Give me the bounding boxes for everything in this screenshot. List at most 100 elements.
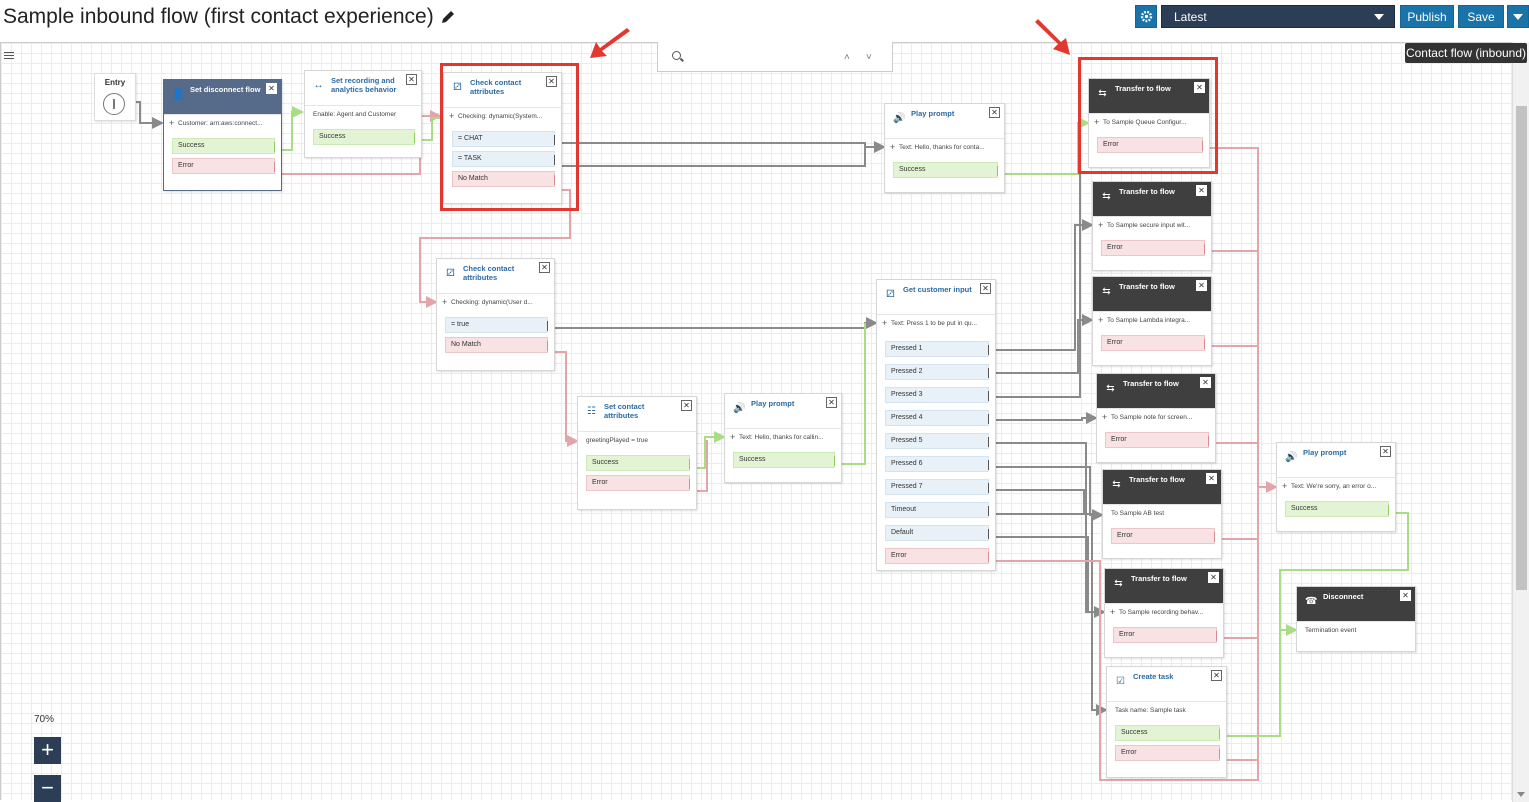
branch-true[interactable]: = true: [445, 317, 548, 333]
flow-title: Sample inbound flow (first contact exper…: [3, 5, 456, 29]
close-icon[interactable]: ✕: [406, 74, 417, 85]
block-create-task[interactable]: ☑Create task✕ Task name: Sample task Suc…: [1106, 666, 1227, 778]
branch-pressed-1[interactable]: Pressed 1: [885, 341, 989, 357]
block-check-contact-attributes-2[interactable]: ⚂Check contact attributes✕ +Checking: dy…: [436, 258, 555, 371]
branch-pressed-3[interactable]: Pressed 3: [885, 387, 989, 403]
expand-icon[interactable]: +: [1110, 607, 1116, 617]
chevron-up-icon[interactable]: ˄: [844, 52, 850, 63]
branch-error[interactable]: Error: [172, 158, 275, 174]
pencil-icon[interactable]: [440, 9, 456, 25]
branch-pressed-2[interactable]: Pressed 2: [885, 364, 989, 380]
save-options-button[interactable]: [1507, 5, 1529, 28]
block-disconnect[interactable]: ☎Disconnect✕ Termination event: [1296, 586, 1416, 652]
branch-timeout[interactable]: Timeout: [885, 502, 989, 518]
branch-error[interactable]: Error: [1101, 335, 1205, 351]
close-icon[interactable]: ✕: [1206, 473, 1217, 484]
branch-chat[interactable]: = CHAT: [452, 131, 555, 147]
branch-success[interactable]: Success: [1285, 501, 1389, 517]
block-title: Set disconnect flow: [190, 85, 261, 94]
branch-pressed-6[interactable]: Pressed 6: [885, 456, 989, 472]
block-play-prompt-2[interactable]: 🔊Play prompt✕ +Text: Hello, thanks for c…: [724, 393, 842, 483]
close-icon[interactable]: ✕: [546, 76, 557, 87]
branch-error[interactable]: Error: [1105, 432, 1209, 448]
save-button[interactable]: Save: [1458, 5, 1504, 28]
block-set-contact-attributes[interactable]: ☷Set contact attributes✕ greetingPlayed …: [577, 396, 697, 510]
expand-icon[interactable]: +: [1282, 481, 1288, 491]
close-icon[interactable]: ✕: [1211, 670, 1222, 681]
zoom-in-button[interactable]: +: [34, 737, 61, 764]
expand-icon[interactable]: +: [442, 297, 448, 307]
branch-success[interactable]: Success: [172, 138, 275, 154]
expand-icon[interactable]: +: [1094, 117, 1100, 127]
block-transfer-to-flow-2[interactable]: ⇆Transfer to flow✕ +To Sample secure inp…: [1092, 181, 1212, 271]
branch-pressed-7[interactable]: Pressed 7: [885, 479, 989, 495]
branch-error[interactable]: Error: [586, 475, 690, 491]
expand-icon[interactable]: +: [1098, 315, 1104, 325]
branch-error[interactable]: Error: [885, 548, 989, 564]
branch-error[interactable]: Error: [1097, 137, 1203, 153]
expand-icon[interactable]: +: [882, 318, 888, 328]
recording-icon: ↔: [313, 80, 324, 91]
block-transfer-to-flow-5[interactable]: ⇆Transfer to flow✕ To Sample AB test Err…: [1102, 469, 1222, 559]
branch-no-match[interactable]: No Match: [445, 337, 548, 353]
transfer-icon: ⇆: [1102, 286, 1111, 297]
branch-task[interactable]: = TASK: [452, 151, 555, 167]
close-icon[interactable]: ✕: [1380, 446, 1391, 457]
settings-button[interactable]: [1135, 5, 1157, 28]
expand-icon[interactable]: +: [449, 111, 455, 121]
block-get-customer-input[interactable]: ⚂Get customer input✕ +Text: Press 1 to b…: [876, 279, 996, 571]
expand-icon[interactable]: +: [890, 142, 896, 152]
branch-error[interactable]: Error: [1111, 528, 1215, 544]
expand-icon[interactable]: +: [730, 432, 736, 442]
block-play-prompt-3[interactable]: 🔊Play prompt✕ +Text: We're sorry, an err…: [1276, 442, 1396, 532]
close-icon[interactable]: ✕: [266, 83, 277, 94]
close-icon[interactable]: ✕: [539, 262, 550, 273]
block-set-disconnect-flow[interactable]: 👤Set disconnect flow✕ +Customer: arn:aws…: [163, 79, 282, 191]
branch-error[interactable]: Error: [1113, 627, 1217, 643]
branch-pressed-4[interactable]: Pressed 4: [885, 410, 989, 426]
branch-no-match[interactable]: No Match: [452, 171, 555, 187]
branch-error[interactable]: Error: [1101, 240, 1205, 256]
chevron-down-icon[interactable]: ˅: [866, 52, 872, 63]
close-icon[interactable]: ✕: [1200, 377, 1211, 388]
close-icon[interactable]: ✕: [1400, 590, 1411, 601]
block-transfer-to-flow-3[interactable]: ⇆Transfer to flow✕ +To Sample Lambda int…: [1092, 276, 1212, 366]
block-title: Set recording and analytics behavior: [331, 76, 397, 94]
expand-icon[interactable]: +: [169, 118, 175, 128]
block-set-recording[interactable]: ↔Set recording and analytics behavior✕ E…: [304, 70, 422, 158]
branch-error[interactable]: Error: [1115, 745, 1220, 761]
close-icon[interactable]: ✕: [980, 283, 991, 294]
block-transfer-to-flow-4[interactable]: ⇆Transfer to flow✕ +To Sample note for s…: [1096, 373, 1216, 463]
branch-default[interactable]: Default: [885, 525, 989, 541]
close-icon[interactable]: ✕: [1196, 185, 1207, 196]
expand-icon[interactable]: +: [1098, 220, 1104, 230]
close-icon[interactable]: ✕: [826, 397, 837, 408]
branch-success[interactable]: Success: [1115, 725, 1220, 741]
block-check-contact-attributes[interactable]: ⚂Check contact attributes✕ +Checking: dy…: [443, 72, 562, 204]
block-play-prompt[interactable]: 🔊Play prompt✕ +Text: Hello, thanks for c…: [884, 103, 1005, 193]
zoom-out-button[interactable]: −: [34, 775, 61, 802]
entry-node[interactable]: Entry: [94, 73, 136, 121]
block-transfer-to-flow-6[interactable]: ⇆Transfer to flow✕ +To Sample recording …: [1104, 568, 1224, 658]
branch-success[interactable]: Success: [313, 129, 415, 145]
branch-success[interactable]: Success: [893, 162, 998, 178]
branch-success[interactable]: Success: [733, 452, 835, 468]
menu-icon[interactable]: [4, 52, 14, 61]
scroll-down-icon[interactable]: [1517, 792, 1525, 797]
expand-icon[interactable]: +: [1102, 412, 1108, 422]
close-icon[interactable]: ✕: [681, 400, 692, 411]
close-icon[interactable]: ✕: [1208, 572, 1219, 583]
close-icon[interactable]: ✕: [1194, 82, 1205, 93]
version-select[interactable]: Latest: [1161, 5, 1395, 28]
block-transfer-to-flow[interactable]: ⇆Transfer to flow✕ +To Sample Queue Conf…: [1088, 78, 1210, 168]
scrollbar-thumb[interactable]: [1516, 106, 1527, 590]
publish-button[interactable]: Publish: [1400, 5, 1454, 28]
canvas-search[interactable]: ˄ ˅: [657, 42, 893, 72]
branch-pressed-5[interactable]: Pressed 5: [885, 433, 989, 449]
transfer-icon: ⇆: [1102, 191, 1111, 202]
branch-success[interactable]: Success: [586, 455, 690, 471]
wire-pressed7: [994, 489, 1085, 515]
close-icon[interactable]: ✕: [989, 107, 1000, 118]
close-icon[interactable]: ✕: [1196, 280, 1207, 291]
block-desc: To Sample Lambda integra...: [1107, 317, 1191, 324]
